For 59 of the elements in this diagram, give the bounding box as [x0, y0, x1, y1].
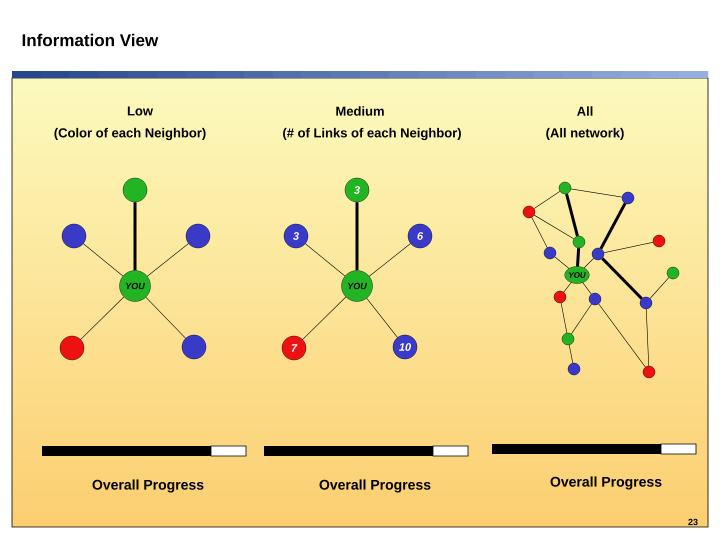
connector-line: [582, 282, 592, 294]
connector-line: [369, 243, 411, 277]
node-circle: [592, 248, 604, 260]
panel-heading: All: [577, 106, 592, 116]
panel-heading: (All network): [546, 128, 624, 140]
node-circle: [554, 290, 566, 304]
node-circle: [652, 234, 666, 248]
connector-line: [356, 202, 358, 270]
node-circle: [640, 296, 652, 310]
node-circle: [122, 178, 148, 202]
connector-line: [571, 304, 592, 334]
connector-line: [604, 242, 654, 253]
connector-line: [600, 202, 626, 250]
panel-heading: Medium: [336, 106, 384, 116]
node-circle: [572, 236, 586, 248]
node-circle: [62, 224, 86, 248]
connector-line: [646, 308, 650, 366]
connector-line: [650, 277, 670, 299]
node-circle: [568, 362, 580, 376]
caption-text: Overall Progress: [320, 479, 430, 493]
connector-line: [584, 258, 594, 268]
connector-line: [134, 202, 136, 270]
connector-line: [598, 304, 646, 368]
page-number: 23: [688, 518, 698, 526]
connector-line: [576, 248, 580, 266]
connector-line: [534, 214, 574, 240]
node-circle: [522, 206, 536, 218]
connector-line: [565, 194, 579, 236]
panel-heading: Low: [128, 106, 154, 116]
connector-line: [564, 282, 572, 292]
caption-text: Overall Progress: [92, 479, 204, 493]
node-circle: [558, 182, 572, 194]
connector-line: [80, 296, 124, 340]
connector-line: [568, 344, 574, 364]
node-circle: [642, 366, 656, 378]
node-circle: [60, 336, 84, 360]
slide-title: Information View: [22, 34, 158, 46]
node-circle: [666, 266, 680, 280]
node-circle: [182, 334, 206, 360]
caption-text: Overall Progress: [550, 476, 662, 490]
connector-line: [366, 298, 398, 338]
connector-line: [532, 217, 548, 248]
connector-line: [534, 191, 560, 209]
connector-line: [83, 243, 124, 276]
node-circle: [186, 224, 210, 248]
connector-line: [302, 296, 346, 340]
panel-heading: (Color of each Neighbor): [54, 128, 206, 140]
connector-line: [601, 257, 643, 300]
node-circle: [544, 246, 556, 260]
connector-line: [570, 188, 622, 198]
connector-line: [554, 256, 570, 269]
node-circle: [622, 192, 634, 204]
panel-heading: (# of Links of each Neighbor): [283, 128, 461, 140]
connector-line: [147, 243, 189, 277]
node-circle: [588, 292, 602, 306]
node-circle: [562, 332, 574, 346]
connector-line: [560, 302, 568, 334]
connector-line: [305, 243, 346, 276]
connector-line: [146, 296, 186, 339]
